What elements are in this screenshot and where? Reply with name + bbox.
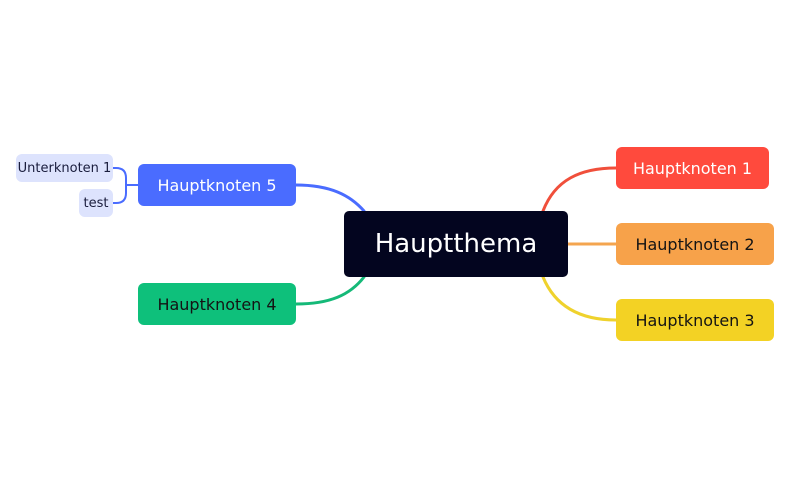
sub-node-unterknoten-1[interactable]: Unterknoten 1 <box>16 154 113 182</box>
connector-hauptknoten-1 <box>541 166 618 213</box>
sub-node-test[interactable]: test <box>79 189 113 217</box>
main-node-5[interactable]: Hauptknoten 5 <box>138 164 296 206</box>
connector-hauptknoten-5 <box>294 183 366 213</box>
main-node-3[interactable]: Hauptknoten 3 <box>616 299 774 341</box>
main-node-2[interactable]: Hauptknoten 2 <box>616 223 774 265</box>
main-node-1[interactable]: Hauptknoten 1 <box>616 147 769 189</box>
connector-unterknoten-1 <box>112 167 139 186</box>
connector-hauptknoten-3 <box>541 275 618 322</box>
connector-test <box>112 184 127 204</box>
connector-hauptknoten-4 <box>294 275 366 306</box>
main-node-4[interactable]: Hauptknoten 4 <box>138 283 296 325</box>
central-topic[interactable]: Hauptthema <box>344 211 568 277</box>
